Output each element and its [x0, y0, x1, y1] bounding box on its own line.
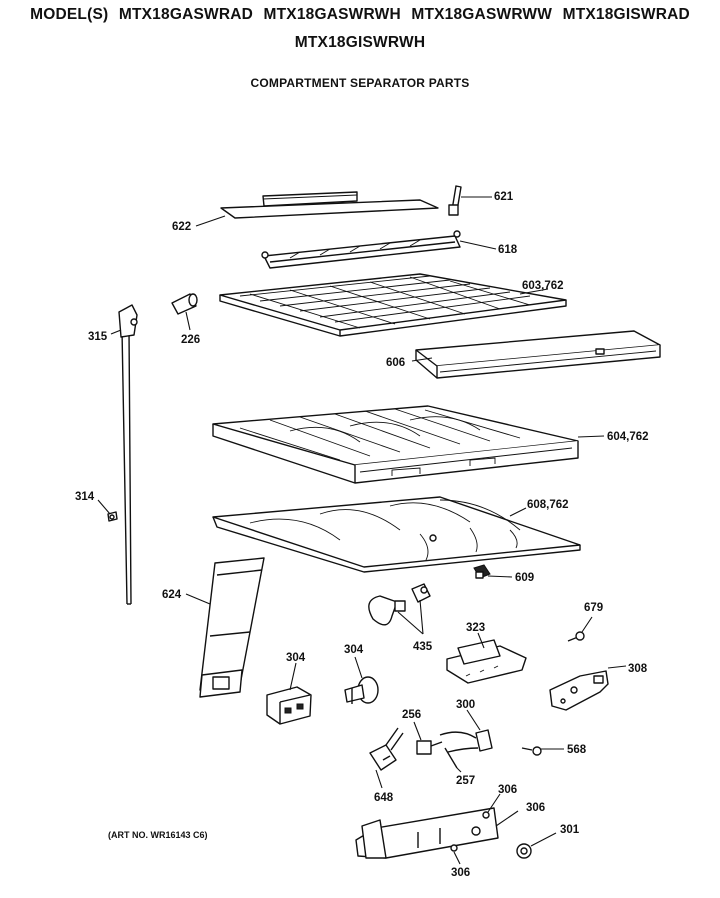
part-604-separator: [212, 405, 579, 484]
callout-608: 608,762: [527, 499, 569, 511]
callout-315: 315: [88, 331, 108, 343]
part-226-cap: [171, 293, 198, 315]
callout-648: 648: [374, 792, 394, 804]
callout-621: 621: [494, 191, 514, 203]
part-300-thermostat: [439, 729, 493, 753]
section-title: COMPARTMENT SEPARATOR PARTS: [250, 76, 470, 90]
callout-308: 308: [628, 663, 648, 675]
model-numbers-line-2: MTX18GISWRWH: [294, 34, 426, 51]
part-618-rail: [261, 230, 461, 269]
part-256-thermistor: [416, 740, 443, 755]
part-323-bracket: [446, 639, 527, 684]
part-314-screw: [107, 511, 118, 522]
callout-301: 301: [560, 824, 580, 836]
part-606-trim: [415, 330, 661, 379]
part-679-screw: [567, 631, 585, 642]
callout-606: 606: [386, 357, 405, 369]
leader-lines: [97, 196, 627, 865]
model-numbers-line-1: MODEL(S) MTX18GASWRAD MTX18GASWRWH MTX18…: [30, 6, 690, 23]
art-number: (ART NO. WR16143 C6): [108, 830, 208, 840]
part-603-grille-shelf: [219, 273, 567, 337]
part-648-control: [369, 727, 404, 771]
part-609-hinge: [473, 564, 491, 579]
callout-314: 314: [75, 491, 95, 503]
callout-622: 622: [172, 221, 191, 233]
part-315-rod: [118, 304, 138, 605]
callout-679: 679: [584, 602, 603, 614]
part-608-separator: [212, 496, 581, 573]
callout-603: 603,762: [522, 280, 564, 292]
part-435-lamp: [368, 583, 431, 626]
part-304-switch-right: [344, 676, 379, 704]
callout-226: 226: [181, 334, 200, 346]
part-621-clip: [448, 185, 462, 216]
part-568-screw: [521, 746, 542, 756]
part-306-housing: [355, 807, 499, 859]
part-308-plate: [549, 670, 609, 711]
callout-609: 609: [515, 572, 534, 584]
callout-306-mid: 306: [526, 802, 545, 814]
part-304-switch-left: [266, 686, 312, 725]
callout-306-top: 306: [498, 784, 517, 796]
callout-618: 618: [498, 244, 518, 256]
part-301-cap: [516, 843, 532, 859]
part-624-channel: [199, 557, 265, 698]
callout-257: 257: [456, 775, 475, 787]
callout-604: 604,762: [607, 431, 649, 443]
callout-568: 568: [567, 744, 587, 756]
callout-306-bottom: 306: [451, 867, 470, 879]
callout-304-right: 304: [344, 644, 364, 656]
part-622-cover: [220, 191, 439, 219]
callout-256: 256: [402, 709, 421, 721]
callout-304-left: 304: [286, 652, 306, 664]
callout-624: 624: [162, 589, 182, 601]
callout-323: 323: [466, 622, 485, 634]
part-257-screw: [444, 747, 458, 769]
callout-300: 300: [456, 699, 475, 711]
callout-435: 435: [413, 641, 433, 653]
